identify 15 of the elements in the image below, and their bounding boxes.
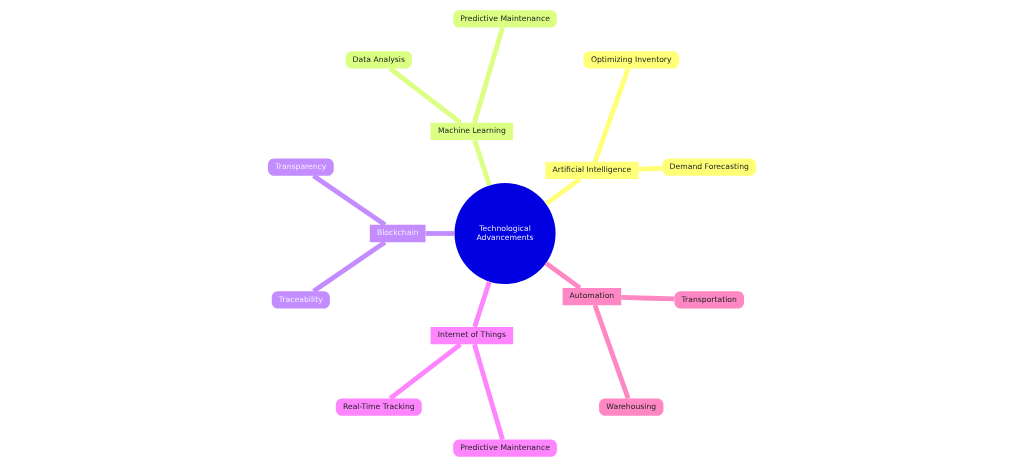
connector: [592, 304, 631, 400]
connector: [388, 342, 462, 401]
connector: [638, 166, 663, 172]
connector: [312, 240, 387, 294]
connector: [544, 177, 582, 206]
connector: [472, 139, 492, 187]
connector: [425, 231, 455, 236]
connector: [472, 280, 492, 328]
connector: [388, 66, 462, 125]
connector: [312, 173, 387, 227]
connector: [472, 343, 505, 441]
connector: [544, 261, 582, 290]
connector: [592, 67, 631, 163]
connector: [621, 295, 675, 302]
connector: [472, 26, 505, 124]
